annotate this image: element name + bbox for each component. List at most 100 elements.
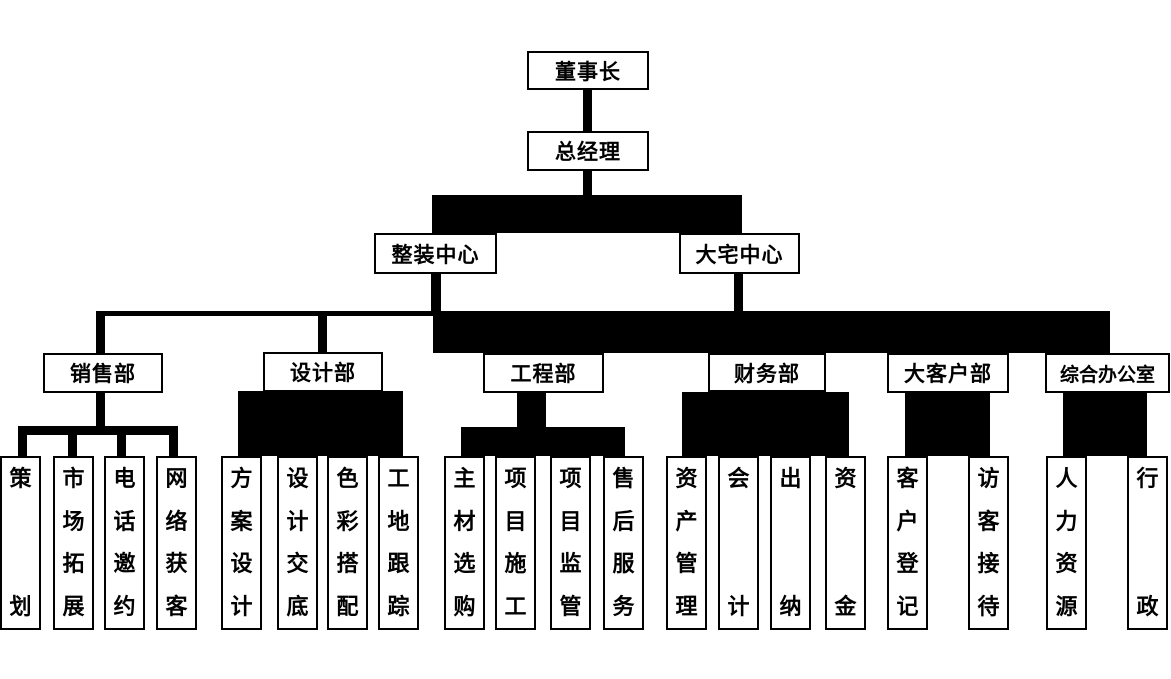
label-char: 施 (504, 551, 527, 577)
label-char: 购 (453, 593, 476, 619)
label-char: 户 (896, 508, 919, 534)
connector-sales-drop-1 (18, 435, 27, 456)
label-char: 计 (727, 594, 750, 619)
node-office-admin: 行政 (1127, 456, 1168, 630)
node-sales-online-leads: 网络获客 (156, 456, 197, 630)
node-ka-visitor-reception: 访客接待 (968, 456, 1009, 630)
label-char: 展 (62, 593, 85, 619)
label-char: 交 (286, 551, 309, 577)
label-char: 资 (834, 466, 857, 491)
node-sales-phone-invite: 电话邀约 (104, 456, 145, 630)
label-char: 纳 (779, 594, 802, 619)
label-char: 策 (9, 466, 32, 491)
label-char: 客 (977, 508, 1000, 534)
node-office-hr: 人力资源 (1046, 456, 1087, 630)
node-dept-office: 综合办公室 (1045, 353, 1170, 393)
label-char: 主 (453, 466, 476, 491)
label-char: 材 (453, 508, 476, 534)
connector-sales-drop-4 (169, 435, 178, 456)
label-char: 项 (559, 466, 582, 491)
label-char: 人 (1055, 466, 1078, 491)
label-char: 客 (896, 466, 919, 491)
connector-stem-center-1 (431, 274, 441, 314)
label-char: 网 (165, 466, 188, 491)
label-char: 访 (977, 466, 1000, 491)
label-char: 源 (1055, 593, 1078, 619)
label-char: 踪 (387, 593, 410, 619)
label-char: 资 (675, 466, 698, 491)
node-dept-engineering: 工程部 (483, 353, 604, 393)
connector-design-blob (238, 391, 403, 456)
connector-office-blob (1063, 392, 1147, 456)
node-center-zhengzhuang: 整装中心 (374, 233, 497, 274)
node-design-scheme: 方案设计 (221, 456, 262, 630)
node-design-site-tracking: 工地跟踪 (378, 456, 419, 630)
label-char: 工 (387, 466, 410, 491)
node-fin-funds: 资金 (825, 456, 866, 630)
label-char: 搭 (336, 551, 359, 577)
label-char: 务 (612, 593, 635, 619)
label-char: 登 (896, 551, 919, 577)
connector-chairman-gm (583, 90, 592, 131)
connector-sales-hbar (18, 426, 178, 435)
label-char: 络 (165, 508, 188, 534)
node-design-briefing: 设计交底 (277, 456, 318, 630)
label-char: 方 (230, 466, 253, 491)
connector-sales-drop-2 (68, 435, 77, 456)
label-char: 地 (387, 508, 410, 534)
label-char: 计 (286, 508, 309, 534)
node-fin-asset-mgmt: 资产管理 (666, 456, 707, 630)
connector-main-bar (433, 311, 1110, 353)
node-fin-cashier: 出纳 (770, 456, 811, 630)
label-char: 邀 (113, 551, 136, 577)
label-char: 项 (504, 466, 527, 491)
label-char: 管 (675, 551, 698, 577)
label-char: 力 (1055, 508, 1078, 534)
label-char: 计 (230, 593, 253, 619)
label-char: 记 (896, 593, 919, 619)
label-char: 工 (504, 593, 527, 619)
label-char: 后 (612, 508, 635, 534)
label-char: 行 (1136, 466, 1159, 491)
node-sales-planning: 策划 (0, 456, 41, 630)
node-general-manager: 总经理 (527, 131, 649, 171)
label-char: 获 (165, 551, 188, 577)
node-dept-design: 设计部 (263, 352, 383, 392)
connector-stem-center-2 (734, 274, 743, 313)
label-char: 理 (675, 593, 698, 619)
label-char: 资 (1055, 551, 1078, 577)
node-eng-aftersales: 售后服务 (603, 456, 644, 630)
label-char: 监 (559, 551, 582, 577)
label-char: 案 (230, 508, 253, 534)
label-char: 设 (286, 466, 309, 491)
node-chairman: 董事长 (527, 51, 649, 90)
label-char: 出 (779, 466, 802, 491)
label-char: 管 (559, 593, 582, 619)
label-char: 设 (230, 551, 253, 577)
node-dept-keyaccount: 大客户部 (887, 353, 1009, 393)
node-eng-material-purchase: 主材选购 (444, 456, 485, 630)
label-char: 会 (727, 466, 750, 491)
label-char: 政 (1136, 594, 1159, 619)
label-char: 售 (612, 466, 635, 491)
connector-finance-blob (682, 392, 849, 456)
label-char: 金 (834, 594, 857, 619)
label-char: 约 (113, 593, 136, 619)
label-char: 划 (9, 594, 32, 619)
node-design-color-matching: 色彩搭配 (327, 456, 368, 630)
label-char: 市 (62, 466, 85, 491)
label-char: 跟 (387, 551, 410, 577)
label-char: 电 (113, 466, 136, 491)
label-char: 目 (559, 508, 582, 534)
connector-sales-stem (96, 392, 105, 426)
label-char: 待 (977, 593, 1000, 619)
node-eng-construction: 项目施工 (495, 456, 536, 630)
label-char: 拓 (62, 551, 85, 577)
node-fin-accounting: 会计 (718, 456, 759, 630)
label-char: 客 (165, 593, 188, 619)
node-eng-supervision: 项目监管 (550, 456, 591, 630)
label-char: 接 (977, 551, 1000, 577)
label-char: 目 (504, 508, 527, 534)
connector-topbar (432, 195, 742, 233)
